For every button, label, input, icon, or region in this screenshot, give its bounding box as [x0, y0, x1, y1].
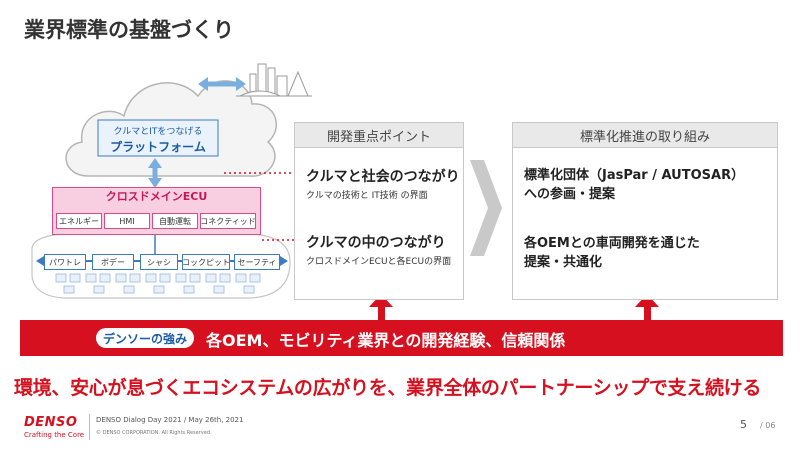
focus-points-box: 開発重点ポイント: [294, 122, 464, 300]
page-title: 業界標準の基盤づくり: [24, 18, 234, 42]
strength-text: 各OEM、モビリティ業界との開発経験、信頼関係: [206, 331, 566, 350]
platform-label-line1: クルマとITをつなげる: [113, 127, 203, 137]
focus-item1-sub: クルマの技術と IT技術 の界面: [306, 191, 428, 201]
focus-points-header: 開発重点ポイント: [295, 123, 463, 148]
standard-item2-line1: 各OEMとの車両開発を通じた: [524, 236, 700, 251]
platform-label-line2: プラットフォーム: [110, 140, 206, 154]
standard-item1-line1: 標準化団体（JasPar / AUTOSAR）: [524, 168, 745, 183]
ecu-chip-energy: エネルギー: [56, 213, 102, 229]
focus-item2-sub: クロスドメインECUと各ECUの界面: [306, 257, 452, 267]
standard-item2-line2: 提案・共通化: [524, 255, 603, 270]
tagline: 環境、安心が息づくエコシステムの広がりを、業界全体のパートナーシップで支え続ける: [14, 377, 762, 399]
strength-tag: デンソーの強み: [96, 328, 194, 348]
footer-copyright: © DENSO CORPORATION. All Rights Reserved…: [96, 430, 212, 436]
denso-logo: DENSO: [24, 415, 78, 430]
car-chip-body: ボデー: [92, 254, 134, 270]
footer-event: DENSO Dialog Day 2021 / May 26th, 2021: [96, 416, 244, 424]
chevron-right-icon: [470, 160, 502, 256]
standardization-header: 標準化推進の取り組み: [513, 123, 777, 148]
ecu-chip-hmi: HMI: [104, 213, 150, 229]
car-chip-chassis: シャシ: [140, 254, 178, 270]
up-arrow-icon-left: [369, 294, 393, 321]
ecu-chip-connected: コネクティッド: [200, 213, 256, 229]
standardization-box: 標準化推進の取り組み: [512, 122, 778, 300]
focus-item1-title: クルマと社会のつながり: [306, 169, 460, 185]
ecu-chip-autonomous: 自動運転: [152, 213, 198, 229]
car-chip-cockpit: コックピット: [182, 254, 230, 270]
car-chip-powertrain: パワトレ: [44, 254, 86, 270]
car-chip-safety: セーフティ: [234, 254, 280, 270]
city-skyline-icon: [236, 63, 312, 97]
double-arrow-icon: [198, 77, 246, 91]
footer-divider: [89, 414, 90, 440]
focus-item2-title: クルマの中のつながり: [306, 235, 446, 251]
sub-ecu-blocks: [55, 273, 261, 294]
standard-item1-line2: への参画・提案: [524, 187, 616, 202]
vertical-double-arrow-icon: [148, 158, 162, 188]
ecu-title: クロスドメインECU: [105, 190, 208, 203]
page-total: / 06: [760, 421, 776, 430]
page-number: 5: [740, 418, 747, 431]
denso-slogan: Crafting the Core: [24, 431, 85, 439]
up-arrow-icon-right: [635, 294, 659, 321]
platform-box: [97, 119, 219, 157]
